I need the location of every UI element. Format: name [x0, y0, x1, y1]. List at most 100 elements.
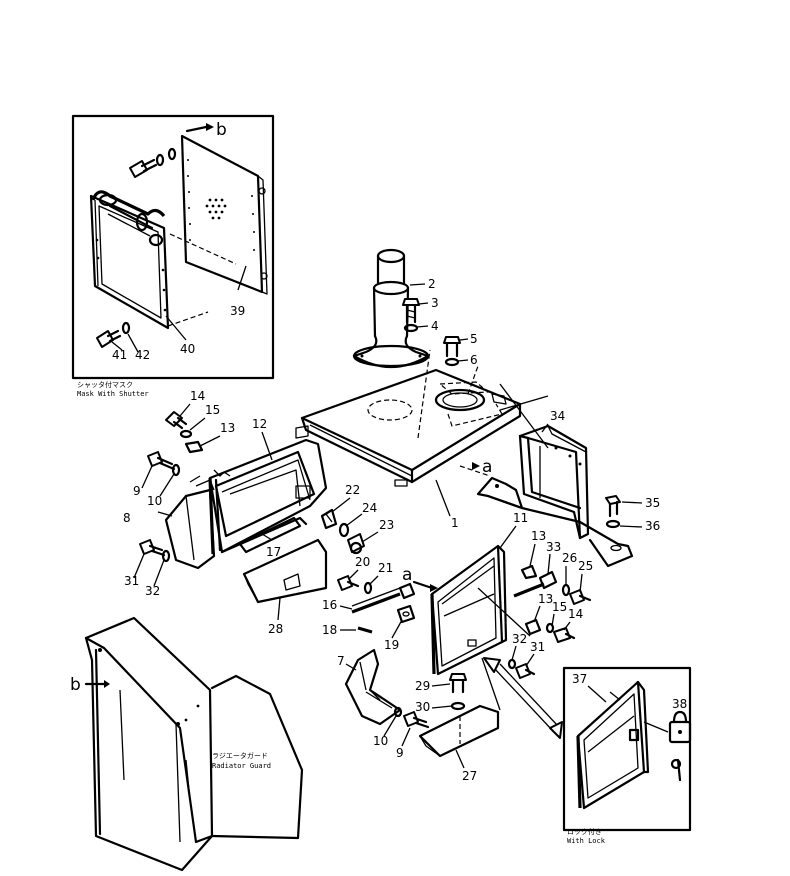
- clip-part-19: [396, 604, 416, 624]
- rivet-row: [187, 159, 255, 251]
- bolt-part-14-right: [553, 627, 576, 643]
- callout-c20: 20: [355, 555, 370, 569]
- plate-part-27: [418, 704, 500, 758]
- bolt-part-25: [569, 589, 592, 605]
- ref-b-top: b: [216, 120, 227, 140]
- bolt-part-9-left: [147, 451, 176, 471]
- callout-c26: 26: [562, 551, 577, 565]
- callout-c40: 40: [180, 342, 195, 356]
- callout-c37: 37: [572, 672, 587, 686]
- washer-part-10-left: [171, 463, 181, 477]
- radiator-guard: [84, 616, 304, 872]
- callout-c31a: 31: [124, 574, 139, 588]
- callout-c7: 7: [337, 654, 345, 668]
- callout-c25: 25: [578, 559, 593, 573]
- callout-c41: 41: [112, 348, 127, 362]
- ref-b-left: b: [70, 675, 81, 695]
- washer-part-26: [561, 583, 571, 597]
- shutter-plate: [180, 134, 268, 295]
- callout-c14a: 14: [190, 389, 205, 403]
- panel-part-28: [220, 516, 328, 604]
- callout-c16: 16: [322, 598, 337, 612]
- double-arrow: [483, 657, 563, 739]
- bolt-part-14-left: [165, 411, 188, 430]
- ref-a-right: a: [482, 457, 492, 477]
- callout-c33: 33: [546, 540, 561, 554]
- washer-part-15-left: [179, 429, 193, 439]
- bolt-part-35: [605, 495, 621, 518]
- washer-part-30: [450, 701, 466, 711]
- callout-c11: 11: [513, 511, 528, 525]
- lock-inset-frame: [562, 666, 692, 832]
- column-and-top-plate: [295, 248, 549, 487]
- inset-frame: [71, 114, 275, 380]
- nut-part-13-lower: [524, 618, 542, 636]
- bolt-part-20: [337, 575, 360, 591]
- washer-part-32-right: [507, 658, 517, 670]
- ref-a-mid: a: [402, 565, 412, 585]
- washer-part-6: [444, 357, 460, 367]
- callout-c31b: 31: [530, 640, 545, 654]
- callout-c15b: 15: [552, 600, 567, 614]
- callout-c9a: 9: [133, 484, 141, 498]
- washer-part-10-right: [393, 706, 403, 718]
- callout-c32b: 32: [512, 632, 527, 646]
- bolt-part-29: [449, 673, 467, 694]
- callout-c38: 38: [672, 697, 687, 711]
- callout-c13b: 13: [531, 529, 546, 543]
- washer-part-4: [403, 323, 419, 333]
- callout-c12: 12: [252, 417, 267, 431]
- callout-c4: 4: [431, 319, 439, 333]
- callout-c8: 8: [123, 511, 131, 525]
- column-part-2: [352, 248, 430, 369]
- top-plate-part-1: [295, 368, 522, 487]
- callout-c24: 24: [362, 501, 377, 515]
- callout-c42: 42: [135, 348, 150, 362]
- bolt-part-5: [443, 336, 461, 358]
- door-part-11: [430, 544, 508, 676]
- caption-shutter-jp: シャッタ付マスク: [77, 380, 133, 389]
- callout-c30: 30: [415, 700, 430, 714]
- vent-holes: [205, 198, 227, 220]
- callout-c29: 29: [415, 679, 430, 693]
- bracket-part-34: [459, 424, 634, 568]
- mask-frame: [89, 190, 170, 330]
- callout-c35: 35: [645, 496, 660, 510]
- knob-part-23: [347, 533, 365, 555]
- washer-part-32-left: [161, 549, 171, 563]
- callout-c5: 5: [470, 332, 478, 346]
- inset-mask-with-shutter: [71, 114, 275, 380]
- caption-guard-en: Radiator Guard: [212, 762, 271, 770]
- bolt-part-3: [402, 298, 420, 324]
- inset-with-lock: [562, 666, 692, 832]
- caption-shutter-en: Mask With Shutter: [77, 390, 149, 398]
- callout-c36: 36: [645, 519, 660, 533]
- bolt-part-9-right: [403, 711, 430, 729]
- rod-part-16: [351, 582, 416, 614]
- callout-c13a: 13: [220, 421, 235, 435]
- bolt-part-31-right: [515, 663, 536, 679]
- caption-lock-en: With Lock: [567, 837, 606, 845]
- bolt-upper: [129, 147, 177, 178]
- duct-part-8: [164, 479, 216, 570]
- callout-c6: 6: [470, 353, 478, 367]
- caption-lock-jp: ロック付き: [567, 827, 602, 836]
- washer-part-36: [605, 519, 621, 529]
- callout-c21: 21: [378, 561, 393, 575]
- lock-door-part-37: [576, 680, 650, 810]
- callout-labels: 2 3 4 5 6 1 34 35 36 14 15 13 12 9 10 8 …: [112, 277, 687, 783]
- padlock-part-38: [668, 710, 692, 782]
- callout-c39: 39: [230, 304, 245, 318]
- callout-c13c: 13: [538, 592, 553, 606]
- callout-c10a: 10: [147, 494, 162, 508]
- callout-c17: 17: [266, 545, 281, 559]
- callout-c3: 3: [431, 296, 439, 310]
- callout-c27: 27: [462, 769, 477, 783]
- callout-c19: 19: [384, 638, 399, 652]
- callout-c22: 22: [345, 483, 360, 497]
- bolt-lower: [96, 321, 131, 348]
- washer-part-15-right: [545, 622, 555, 634]
- latch-part-22: [320, 508, 338, 530]
- nut-part-13-upper: [520, 564, 538, 580]
